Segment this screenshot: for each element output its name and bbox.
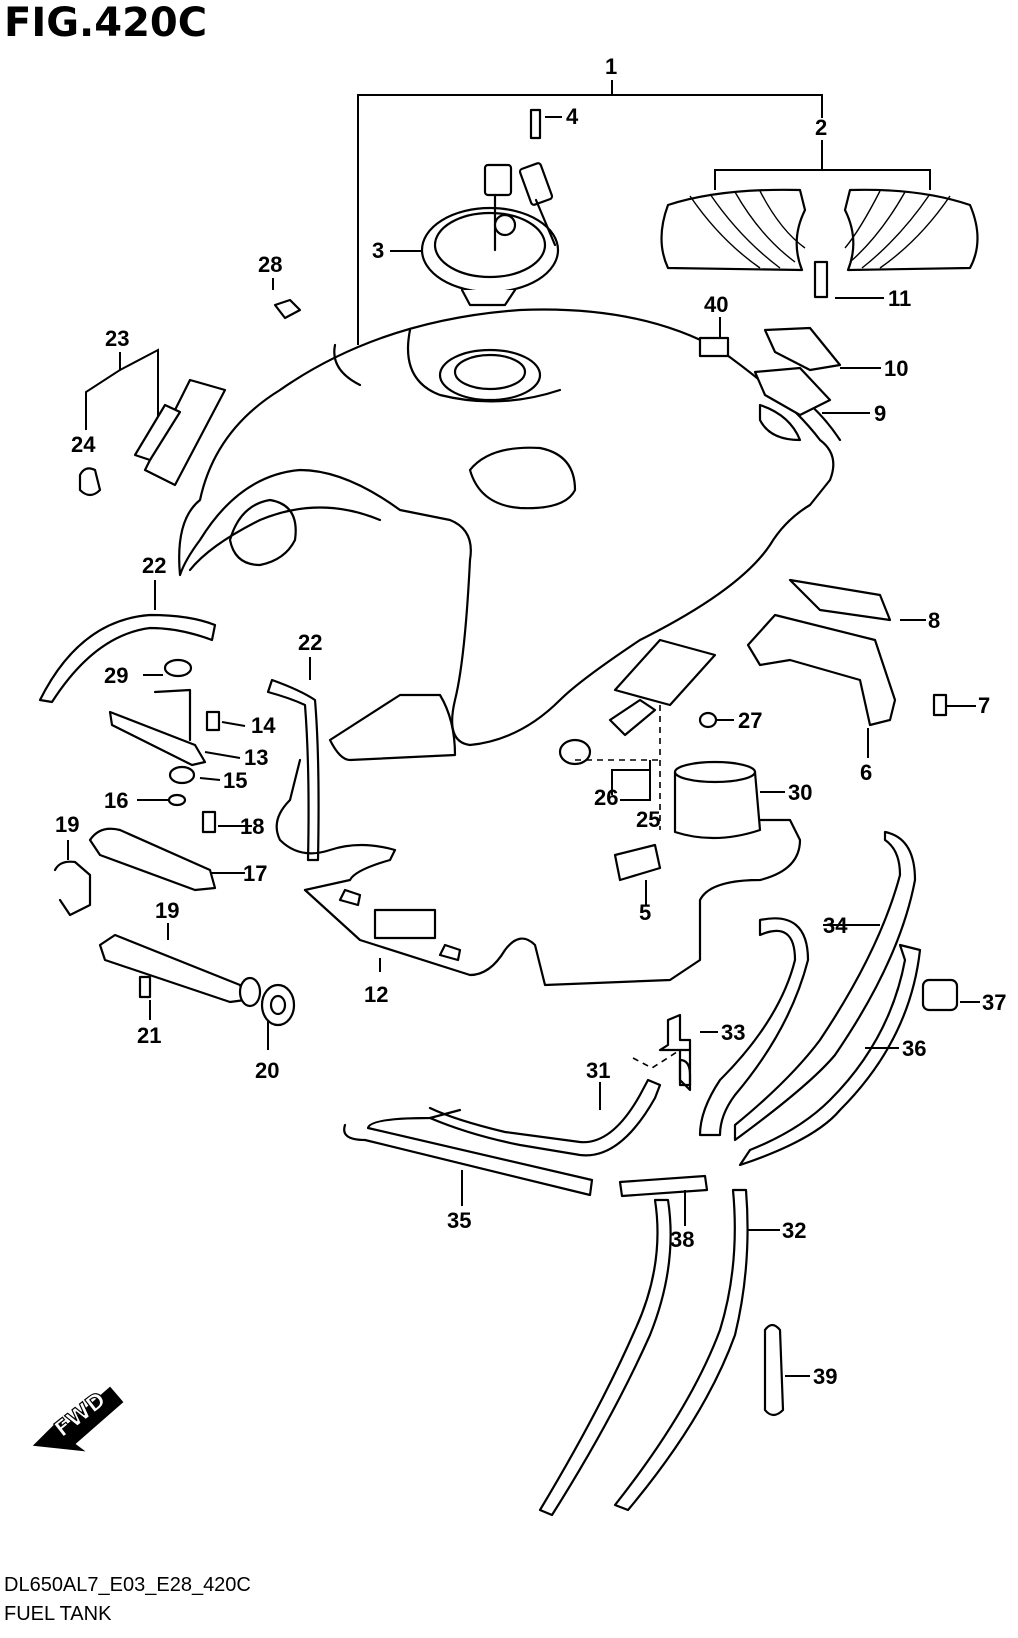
callout-13: 13 bbox=[244, 745, 268, 770]
callout-20: 20 bbox=[255, 1058, 279, 1083]
callout-3: 3 bbox=[372, 238, 384, 263]
callout-19b: 19 bbox=[155, 898, 179, 923]
callout-15: 15 bbox=[223, 768, 247, 793]
figure-title: FIG.420C bbox=[4, 0, 208, 46]
callout-32: 32 bbox=[782, 1218, 806, 1243]
callout-38: 38 bbox=[670, 1227, 694, 1252]
diagram-code: DL650AL7_E03_E28_420C bbox=[4, 1574, 251, 1596]
callout-8: 8 bbox=[928, 608, 940, 633]
callout-24: 24 bbox=[71, 432, 96, 457]
callout-39: 39 bbox=[813, 1364, 837, 1389]
callout-22a: 22 bbox=[142, 553, 166, 578]
callout-33: 33 bbox=[721, 1020, 745, 1045]
callout-34: 34 bbox=[823, 913, 848, 938]
callout-22b: 22 bbox=[298, 630, 322, 655]
hoses-upper bbox=[38, 613, 320, 862]
seat-lock-parts bbox=[78, 298, 302, 497]
fwd-arrow: FWD bbox=[32, 1386, 124, 1452]
callout-1: 1 bbox=[605, 54, 617, 79]
callout-25: 25 bbox=[636, 807, 660, 832]
callout-31: 31 bbox=[586, 1058, 610, 1083]
callout-26: 26 bbox=[594, 785, 618, 810]
callout-27: 27 bbox=[738, 708, 762, 733]
callout-17: 17 bbox=[243, 861, 267, 886]
tank-bracket bbox=[746, 578, 948, 727]
callout-14: 14 bbox=[251, 713, 276, 738]
callout-12: 12 bbox=[364, 982, 388, 1007]
fuel-tank bbox=[178, 308, 842, 747]
callout-4: 4 bbox=[566, 104, 579, 129]
callout-10: 10 bbox=[884, 356, 908, 381]
leader-lines bbox=[67, 80, 980, 1377]
callout-6: 6 bbox=[860, 760, 872, 785]
knee-pads bbox=[660, 188, 979, 272]
callout-16: 16 bbox=[104, 788, 128, 813]
diagram-name: FUEL TANK bbox=[4, 1603, 112, 1625]
hoses-lower bbox=[343, 830, 959, 1517]
brackets-left bbox=[53, 658, 221, 917]
fuel-cap bbox=[420, 108, 560, 307]
pump-parts bbox=[558, 638, 762, 882]
callout-11: 11 bbox=[888, 286, 911, 311]
callout-35: 35 bbox=[447, 1208, 471, 1233]
callout-23: 23 bbox=[105, 326, 129, 351]
callout-37: 37 bbox=[982, 990, 1006, 1015]
callout-29: 29 bbox=[104, 663, 128, 688]
callout-9: 9 bbox=[874, 401, 886, 426]
callout-40: 40 bbox=[704, 292, 728, 317]
callout-28: 28 bbox=[258, 252, 282, 277]
callout-21: 21 bbox=[137, 1023, 161, 1048]
callout-2: 2 bbox=[815, 115, 827, 140]
callout-numbers: 1 2 3 4 5 6 7 8 9 10 11 12 13 14 15 16 1… bbox=[55, 54, 1006, 1389]
tank-tray bbox=[275, 693, 802, 987]
callout-19a: 19 bbox=[55, 812, 79, 837]
rear-mount-parts bbox=[698, 260, 842, 417]
drain-fitting bbox=[98, 933, 296, 1027]
callout-30: 30 bbox=[788, 780, 812, 805]
callout-7: 7 bbox=[978, 693, 990, 718]
callout-36: 36 bbox=[902, 1036, 926, 1061]
callout-5: 5 bbox=[639, 900, 651, 925]
callout-18: 18 bbox=[240, 814, 264, 839]
